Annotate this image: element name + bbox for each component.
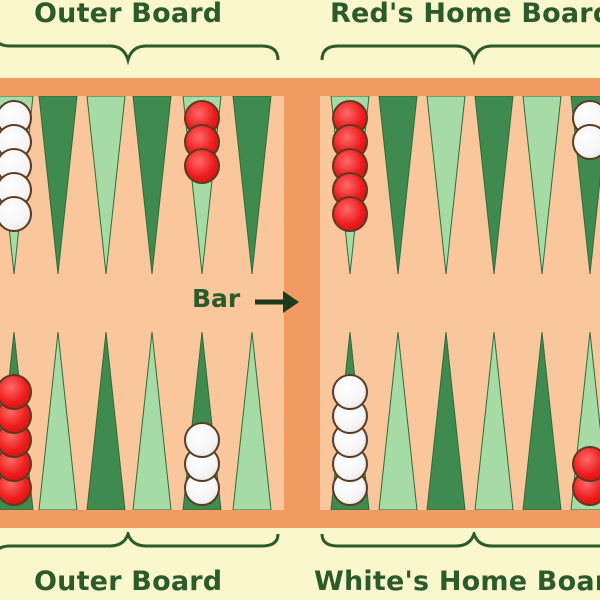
point-bottom-right-2[interactable] [378, 331, 418, 510]
bar-arrow-icon [255, 291, 299, 313]
top-right-brace [320, 44, 600, 66]
top-left-brace [0, 42, 280, 66]
bottom-left-brace [0, 532, 280, 550]
point-top-left-4[interactable] [132, 96, 172, 275]
point-top-left-3[interactable] [86, 96, 126, 275]
white-checker[interactable] [572, 124, 600, 160]
point-bottom-right-3[interactable] [426, 331, 466, 510]
point-bottom-right-4[interactable] [474, 331, 514, 510]
point-bottom-left-2[interactable] [38, 331, 78, 510]
point-top-left-2[interactable] [38, 96, 78, 275]
label-top-left-outer-board: Outer Board [34, 0, 223, 29]
point-bottom-left-4[interactable] [132, 331, 172, 510]
point-top-right-5[interactable] [522, 96, 562, 275]
left-board-half [0, 96, 284, 510]
point-bottom-left-6[interactable] [232, 331, 272, 510]
white-checker[interactable] [332, 374, 368, 410]
white-checker[interactable] [0, 196, 32, 232]
bottom-right-brace [320, 532, 600, 548]
point-top-right-4[interactable] [474, 96, 514, 275]
point-bottom-left-3[interactable] [86, 331, 126, 510]
point-top-right-3[interactable] [426, 96, 466, 275]
point-bottom-right-5[interactable] [522, 331, 562, 510]
red-checker[interactable] [572, 446, 600, 482]
point-top-right-2[interactable] [378, 96, 418, 275]
label-whites-home-board: White's Home Board [314, 566, 600, 597]
point-top-left-6[interactable] [232, 96, 272, 275]
label-reds-home-board: Red's Home Board [330, 0, 600, 29]
bar-label: Bar [192, 284, 241, 313]
red-checker[interactable] [184, 148, 220, 184]
red-checker[interactable] [0, 374, 32, 410]
left-points [0, 96, 272, 510]
red-checker[interactable] [332, 196, 368, 232]
white-checker[interactable] [184, 422, 220, 458]
label-bottom-left-outer-board: Outer Board [34, 566, 223, 597]
